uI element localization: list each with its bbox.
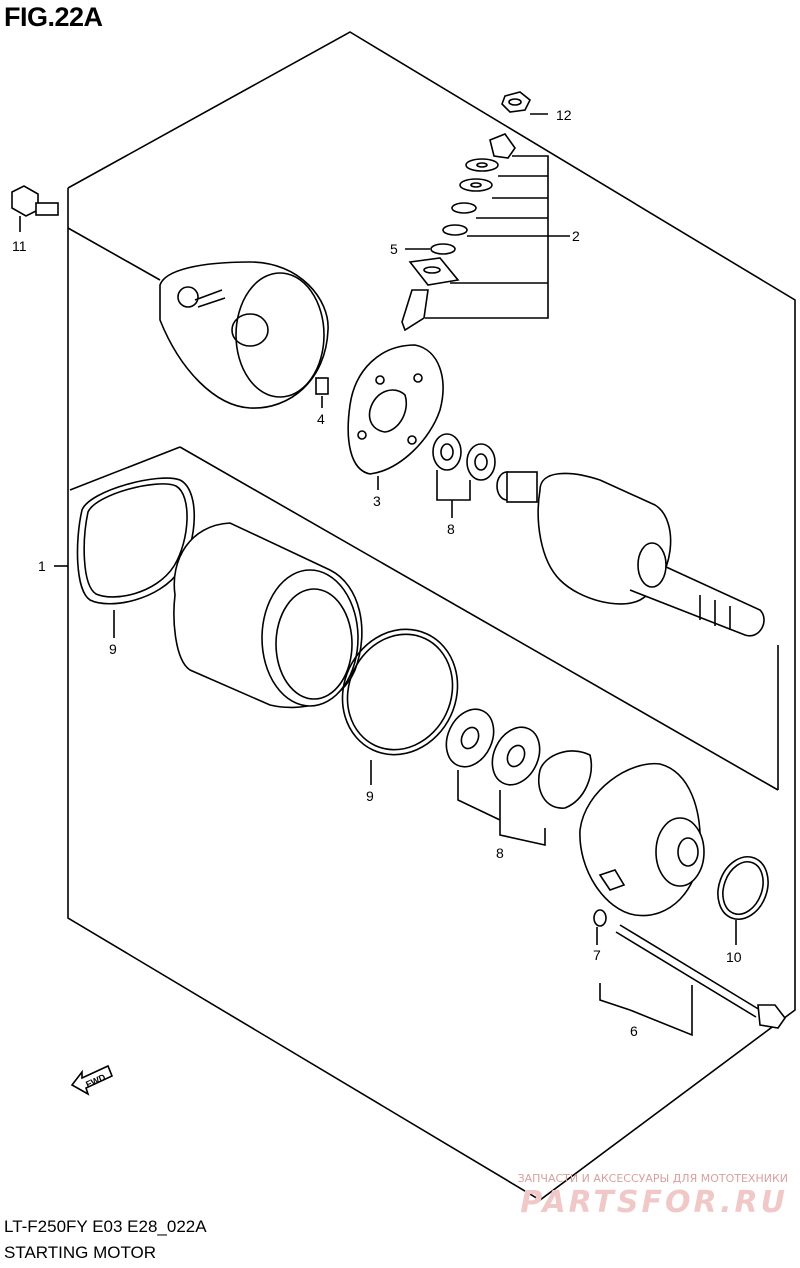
frame-inner-diagonal xyxy=(179,446,779,791)
callout-2: 2 xyxy=(572,228,580,244)
armature xyxy=(496,471,765,637)
callout-3: 3 xyxy=(373,493,381,509)
frame-inner-top xyxy=(69,446,181,491)
washers-8-lower xyxy=(445,708,592,846)
o-ring-9-lower xyxy=(341,628,459,785)
yoke-housing xyxy=(173,522,363,709)
front-bracket xyxy=(579,762,705,917)
watermark-logo: PARTSFOR.RU xyxy=(520,1185,788,1220)
callout-11: 11 xyxy=(12,238,27,254)
leader-11 xyxy=(67,227,161,281)
bolt-11 xyxy=(11,185,59,232)
through-bolt-6 xyxy=(599,924,786,1037)
callout-8-lower: 8 xyxy=(496,845,504,861)
callout-9-lower: 9 xyxy=(366,788,374,804)
callout-10: 10 xyxy=(726,949,742,965)
callout-1: 1 xyxy=(38,558,46,574)
washer-7 xyxy=(593,909,607,945)
nut-12 xyxy=(501,91,548,115)
brush-4 xyxy=(315,377,329,408)
model-code: LT-F250FY E03 E28_022A xyxy=(4,1217,207,1236)
brush-holder-3 xyxy=(347,344,444,490)
section-name: STARTING MOTOR xyxy=(4,1243,157,1262)
terminal-kit-2 xyxy=(401,133,570,332)
callout-7: 7 xyxy=(593,947,601,963)
fwd-arrow-icon xyxy=(70,1064,114,1096)
callout-6: 6 xyxy=(630,1023,638,1039)
callout-12: 12 xyxy=(556,107,572,123)
figure-title: FIG.22A xyxy=(4,2,103,32)
o-ring-10 xyxy=(717,856,769,945)
callout-4: 4 xyxy=(317,411,325,427)
rear-cover xyxy=(159,261,329,409)
callout-8-upper: 8 xyxy=(447,521,455,537)
assembly-frame xyxy=(67,31,796,1201)
washers-8-upper xyxy=(432,433,496,518)
callout-5: 5 xyxy=(390,241,398,257)
watermark-tagline: ЗАПЧАСТИ И АКСЕССУАРЫ ДЛЯ МОТОТЕХНИКИ xyxy=(517,1172,788,1185)
watermark: ЗАПЧАСТИ И АКСЕССУАРЫ ДЛЯ МОТОТЕХНИКИ PA… xyxy=(518,1172,788,1220)
callout-9-upper: 9 xyxy=(109,641,117,657)
o-ring-5 xyxy=(405,243,456,255)
